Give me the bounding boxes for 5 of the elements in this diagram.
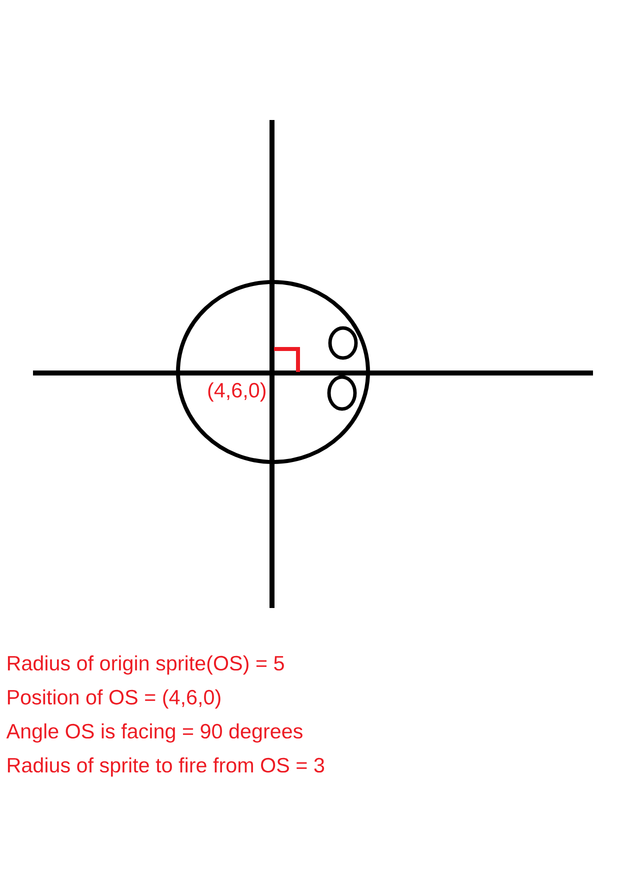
note-text: Position of OS = (4,6,0) [8,689,220,709]
note-text: Radius of sprite to fire from OS = 3 [8,757,324,777]
coordinate-label: (4,6,0) [208,382,266,402]
note-text: Radius of origin sprite(OS) = 5 [8,655,284,675]
note-text: Angle OS is facing = 90 degrees [6,723,302,743]
